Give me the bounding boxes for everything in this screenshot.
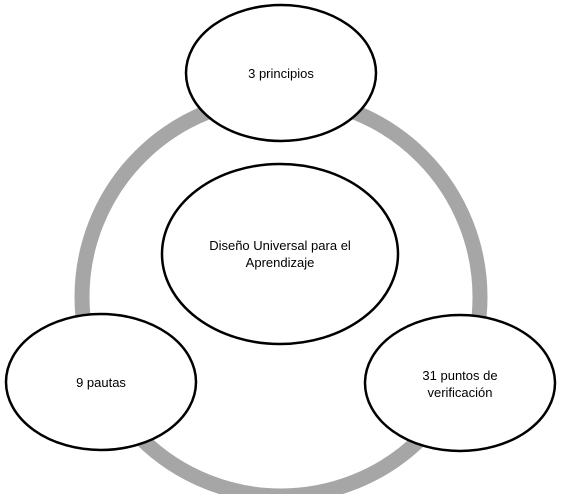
center-node xyxy=(160,162,400,346)
node-pautas xyxy=(4,312,198,452)
node-principios xyxy=(184,3,378,143)
node-puntos-verificacion xyxy=(363,313,557,453)
